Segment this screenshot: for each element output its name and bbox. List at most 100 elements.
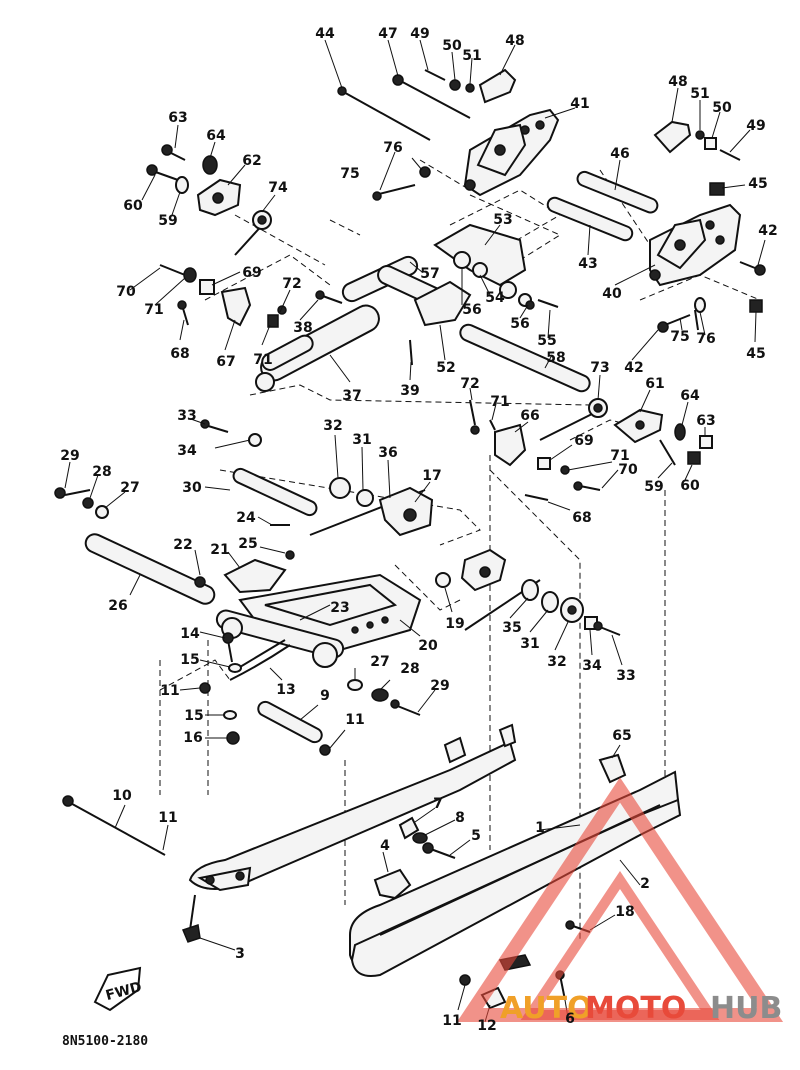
callout-8: 8 bbox=[455, 810, 465, 826]
callout-45a: 45 bbox=[748, 176, 767, 192]
callout-33b: 33 bbox=[616, 668, 635, 684]
callout-42b: 42 bbox=[624, 360, 643, 376]
upper-right-hardware bbox=[372, 68, 766, 333]
callout-49a: 49 bbox=[410, 26, 429, 42]
middle-center-hardware bbox=[54, 419, 621, 636]
callout-55: 55 bbox=[537, 333, 556, 349]
callout-11a: 11 bbox=[160, 683, 179, 699]
callout-48a: 48 bbox=[505, 33, 524, 49]
callout-41: 41 bbox=[570, 96, 589, 112]
front-direction-marker: FWD bbox=[93, 966, 144, 1012]
callout-71d: 71 bbox=[610, 448, 629, 464]
callout-74: 74 bbox=[268, 180, 288, 196]
callout-62: 62 bbox=[242, 153, 261, 169]
callout-51a: 51 bbox=[462, 48, 481, 64]
callout-42a: 42 bbox=[758, 223, 777, 239]
callout-68a: 68 bbox=[170, 346, 189, 362]
callout-9: 9 bbox=[320, 688, 330, 704]
leader-lines bbox=[64, 39, 766, 1023]
callout-31a: 31 bbox=[352, 432, 371, 448]
callout-11b: 11 bbox=[345, 712, 364, 728]
callout-7: 7 bbox=[433, 796, 443, 812]
callout-20: 20 bbox=[418, 638, 438, 654]
callout-54: 54 bbox=[485, 290, 505, 306]
callout-45b: 45 bbox=[746, 346, 765, 362]
callout-28a: 28 bbox=[92, 464, 111, 480]
left-ski bbox=[181, 723, 517, 943]
callout-64a: 64 bbox=[206, 128, 226, 144]
callout-15a: 15 bbox=[180, 652, 199, 668]
callout-34a: 34 bbox=[177, 443, 197, 459]
middle-right-hardware bbox=[469, 398, 713, 501]
diagram-code: 8N5100-2180 bbox=[62, 1034, 148, 1049]
callout-40: 40 bbox=[602, 286, 622, 302]
callout-50b: 50 bbox=[712, 100, 732, 116]
callout-52: 52 bbox=[436, 360, 455, 376]
callout-73: 73 bbox=[590, 360, 609, 376]
callout-56a: 56 bbox=[462, 302, 481, 318]
callout-15b: 15 bbox=[184, 708, 203, 724]
callout-21: 21 bbox=[210, 542, 229, 558]
callout-49b: 49 bbox=[746, 118, 765, 134]
callout-25: 25 bbox=[238, 536, 257, 552]
watermark-text-hub: HUB bbox=[710, 991, 782, 1026]
callout-14: 14 bbox=[180, 626, 200, 642]
callout-72b: 72 bbox=[460, 376, 479, 392]
callout-57: 57 bbox=[420, 266, 439, 282]
watermark-text-moto: MOTO bbox=[585, 991, 686, 1026]
callout-53: 53 bbox=[493, 212, 512, 228]
rods bbox=[62, 74, 659, 856]
watermark-text-auto: AUTO bbox=[500, 991, 593, 1026]
callout-48b: 48 bbox=[668, 74, 687, 90]
callout-39: 39 bbox=[400, 383, 419, 399]
rear-bracket-40 bbox=[649, 203, 742, 287]
callout-4: 4 bbox=[380, 838, 390, 854]
callout-19: 19 bbox=[445, 616, 464, 632]
callout-59a: 59 bbox=[158, 213, 177, 229]
callout-3: 3 bbox=[235, 946, 245, 962]
callout-22: 22 bbox=[173, 537, 192, 553]
callout-44: 44 bbox=[315, 26, 335, 42]
callout-60b: 60 bbox=[680, 478, 700, 494]
callout-27b: 27 bbox=[370, 654, 389, 670]
callout-26: 26 bbox=[108, 598, 127, 614]
callout-11c: 11 bbox=[158, 810, 177, 826]
callout-29b: 29 bbox=[430, 678, 449, 694]
callout-16: 16 bbox=[183, 730, 202, 746]
callout-34b: 34 bbox=[582, 658, 602, 674]
callout-70a: 70 bbox=[116, 284, 136, 300]
callout-72a: 72 bbox=[282, 276, 301, 292]
callout-27a: 27 bbox=[120, 480, 139, 496]
callout-50a: 50 bbox=[442, 38, 462, 54]
callout-36: 36 bbox=[378, 445, 397, 461]
callout-65: 65 bbox=[612, 728, 631, 744]
callout-69a: 69 bbox=[242, 265, 261, 281]
callout-75a: 75 bbox=[340, 166, 359, 182]
callout-10: 10 bbox=[112, 788, 132, 804]
callout-61: 61 bbox=[645, 376, 664, 392]
callout-46: 46 bbox=[610, 146, 629, 162]
callout-38: 38 bbox=[293, 320, 312, 336]
callout-51b: 51 bbox=[690, 86, 709, 102]
callout-24: 24 bbox=[236, 510, 256, 526]
callout-63a: 63 bbox=[168, 110, 187, 126]
callout-17: 17 bbox=[422, 468, 441, 484]
callout-64b: 64 bbox=[680, 388, 700, 404]
callout-69b: 69 bbox=[574, 433, 593, 449]
callout-43: 43 bbox=[578, 256, 597, 272]
callout-35: 35 bbox=[502, 620, 521, 636]
callout-60a: 60 bbox=[123, 198, 143, 214]
callout-13: 13 bbox=[276, 682, 295, 698]
watermark-logo: AUTO MOTO HUB bbox=[456, 777, 784, 1026]
callout-75b: 75 bbox=[670, 329, 689, 345]
callout-11d: 11 bbox=[442, 1013, 461, 1029]
callout-28b: 28 bbox=[400, 661, 419, 677]
callout-68b: 68 bbox=[572, 510, 591, 526]
front-bracket-41 bbox=[463, 108, 560, 197]
callout-71b: 71 bbox=[253, 352, 272, 368]
upper-left-hardware bbox=[146, 144, 343, 328]
shock-absorber-37 bbox=[255, 304, 380, 392]
callout-71a: 71 bbox=[144, 302, 163, 318]
callout-66: 66 bbox=[520, 408, 539, 424]
